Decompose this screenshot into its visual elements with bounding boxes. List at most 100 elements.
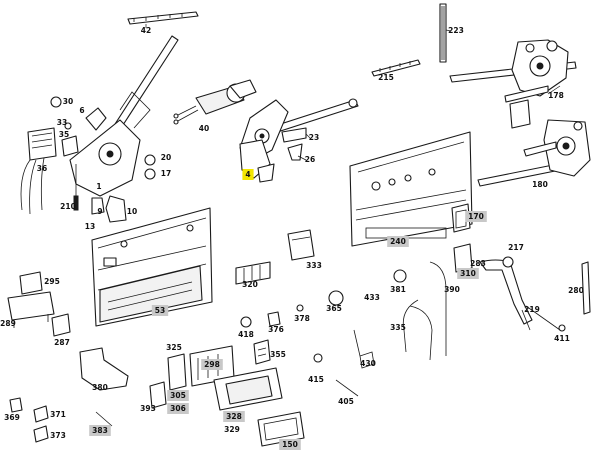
callout-13: 13 — [85, 222, 95, 231]
callout-333: 333 — [306, 261, 322, 270]
callout-label: 329 — [224, 425, 240, 434]
callout-355: 355 — [270, 350, 286, 359]
callout-label: 430 — [360, 359, 376, 368]
callout-215: 215 — [378, 73, 394, 82]
callout-label: 30 — [63, 97, 73, 106]
callout-411: 411 — [554, 334, 570, 343]
callout-label: 9 — [97, 207, 102, 216]
callout-210: 210 — [60, 202, 76, 211]
part-fasteners — [240, 269, 566, 397]
callout-label: 418 — [238, 330, 254, 339]
callout-217: 217 — [508, 243, 524, 252]
callout-328: 328 — [223, 411, 245, 422]
part-holder-305 — [149, 353, 187, 409]
callout-383: 383 — [89, 425, 111, 436]
callout-310: 310 — [457, 268, 479, 279]
callout-415: 415 — [308, 375, 324, 384]
callout-label: 1 — [96, 182, 101, 191]
callout-369: 369 — [4, 413, 20, 422]
part-bracket-380 — [79, 347, 129, 391]
callout-label: 17 — [161, 169, 171, 178]
callout-433: 433 — [364, 293, 380, 302]
callout-highlight-box — [465, 211, 487, 222]
callout-418: 418 — [238, 330, 254, 339]
callout-highlight-box — [167, 390, 189, 401]
callout-329: 329 — [224, 425, 240, 434]
callout-label: 289 — [0, 319, 16, 328]
callout-highlight-box — [167, 403, 189, 414]
callout-26: 26 — [305, 155, 315, 164]
part-regulator-178 — [449, 39, 577, 129]
callout-180: 180 — [532, 180, 548, 189]
callout-283: 283 — [470, 259, 486, 268]
callout-6: 6 — [79, 106, 84, 115]
callout-label: 369 — [4, 413, 20, 422]
part-channel-223 — [439, 3, 452, 63]
callout-178: 178 — [548, 91, 564, 100]
callout-23: 23 — [309, 133, 319, 142]
callout-40: 40 — [199, 124, 209, 133]
callout-label: 210 — [60, 202, 76, 211]
callout-219: 219 — [524, 305, 540, 314]
callout-label: 23 — [309, 133, 319, 142]
callout-label: 178 — [548, 91, 564, 100]
callout-label: 240 — [390, 237, 406, 246]
part-trim-panel-53 — [91, 207, 213, 327]
part-switch-36 — [20, 127, 57, 215]
callout-label: 283 — [470, 259, 486, 268]
callout-label: 393 — [140, 404, 156, 413]
callout-label: 433 — [364, 293, 380, 302]
callout-430: 430 — [360, 359, 376, 368]
callout-highlight-box — [223, 411, 245, 422]
callout-label: 390 — [444, 285, 460, 294]
callout-325: 325 — [166, 343, 182, 352]
callout-label: 217 — [508, 243, 524, 252]
callout-20: 20 — [161, 153, 171, 162]
callout-label: 328 — [226, 412, 242, 421]
callout-381: 381 — [390, 285, 406, 294]
callout-305: 305 — [167, 390, 189, 401]
part-clip-355 — [253, 339, 271, 365]
callout-170: 170 — [465, 211, 487, 222]
callout-highlight-box — [242, 169, 254, 180]
callout-35: 35 — [59, 130, 69, 139]
callout-label: 371 — [50, 410, 66, 419]
callout-label: 335 — [390, 323, 406, 332]
callout-label: 305 — [170, 391, 186, 400]
part-regulator-180 — [477, 119, 591, 187]
part-housing-333 — [287, 229, 315, 261]
callout-289: 289 — [0, 319, 16, 328]
callout-label: 383 — [92, 426, 108, 435]
callout-label: 378 — [294, 314, 310, 323]
callout-label: 20 — [161, 153, 171, 162]
callout-highlight-box — [151, 305, 169, 316]
callout-150: 150 — [279, 439, 301, 450]
callout-320: 320 — [242, 280, 258, 289]
callout-223: 223 — [448, 26, 464, 35]
callout-label: 365 — [326, 304, 342, 313]
callout-335: 335 — [390, 323, 406, 332]
callout-label: 26 — [305, 155, 315, 164]
callout-390: 390 — [444, 285, 460, 294]
callout-1: 1 — [96, 182, 101, 191]
part-rail-42 — [127, 11, 199, 28]
callout-label: 405 — [338, 397, 354, 406]
callout-295: 295 — [44, 277, 60, 286]
callout-label: 411 — [554, 334, 570, 343]
callout-label: 33 — [57, 118, 67, 127]
callout-highlight-box — [89, 425, 111, 436]
callout-306: 306 — [167, 403, 189, 414]
callout-label: 310 — [460, 269, 476, 278]
callout-label: 295 — [44, 277, 60, 286]
callout-label: 6 — [79, 106, 84, 115]
callout-4: 4 — [242, 169, 254, 180]
part-handle-328 — [213, 367, 283, 411]
callout-378: 378 — [294, 314, 310, 323]
callout-280: 280 — [568, 286, 584, 295]
part-clips-369 — [9, 397, 49, 443]
part-rod-411 — [525, 305, 561, 331]
callout-label: 42 — [141, 26, 151, 35]
part-rod-335 — [353, 261, 447, 361]
